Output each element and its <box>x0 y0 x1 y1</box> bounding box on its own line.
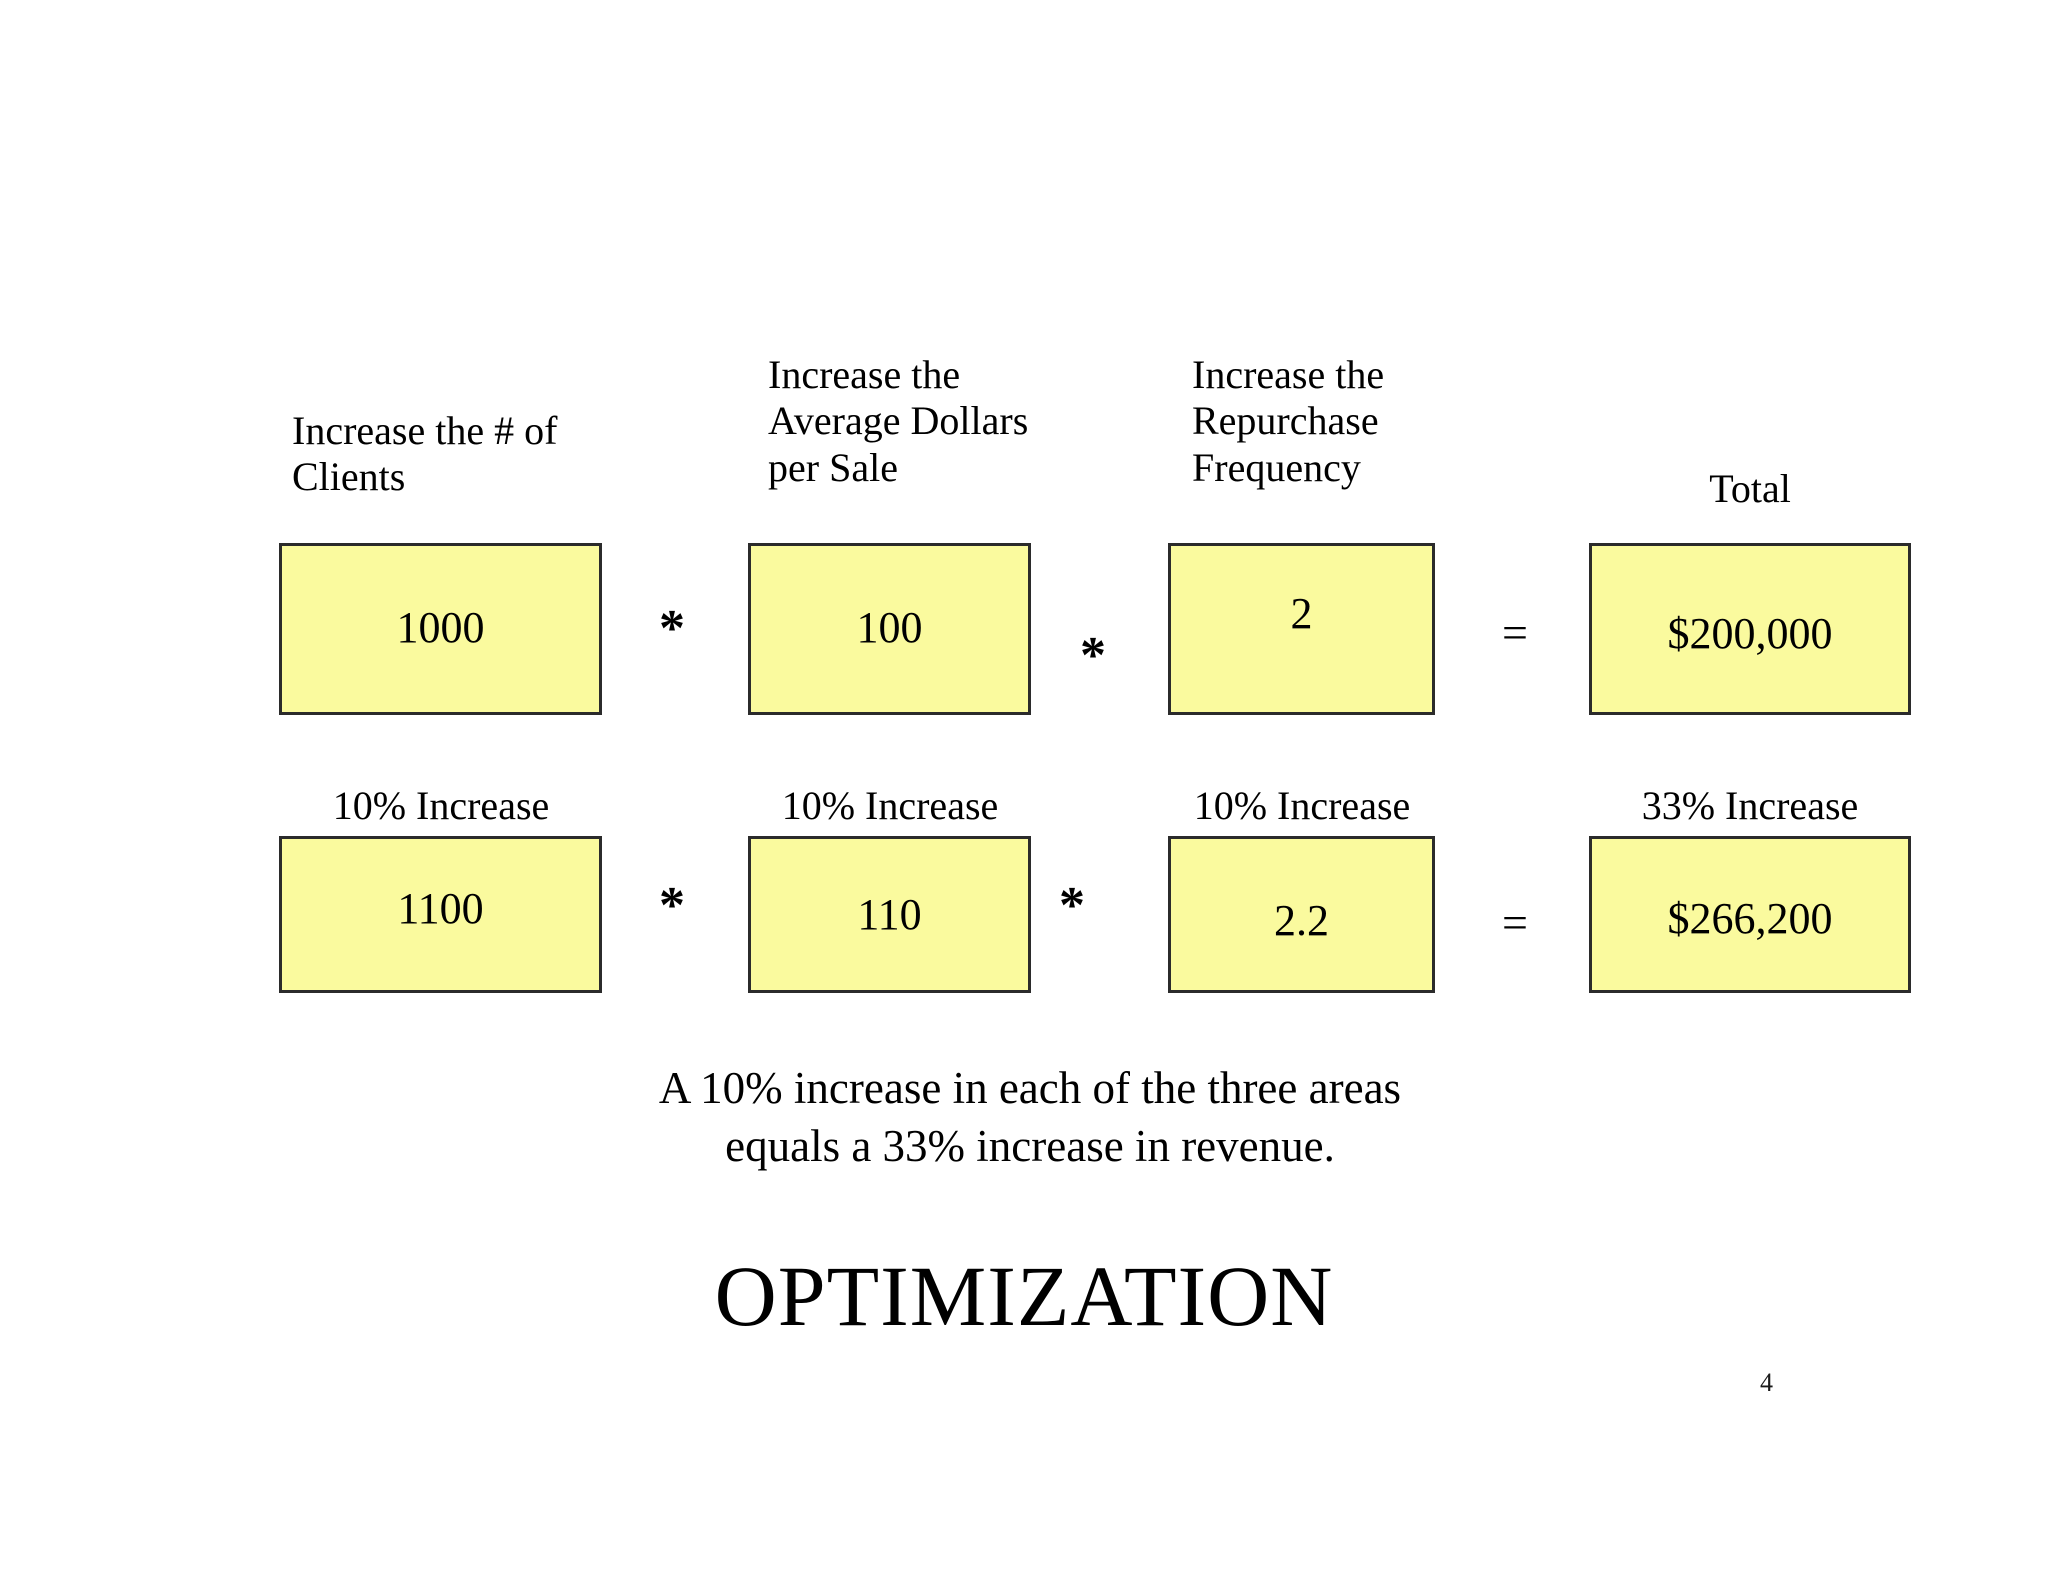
value-box-clients-increased[interactable]: 1100 <box>279 836 602 993</box>
value-box-repurchase-frequency-baseline[interactable]: 2 <box>1168 543 1435 715</box>
operator-multiply-row1-2: * <box>1080 627 1106 684</box>
value-box-total-increased[interactable]: $266,200 <box>1589 836 1911 993</box>
operator-multiply-row1-1: * <box>659 600 685 657</box>
increase-label-average-dollars: 10% Increase <box>781 783 999 828</box>
value-total-baseline: $200,000 <box>1667 609 1833 658</box>
value-box-total-baseline[interactable]: $200,000 <box>1589 543 1911 715</box>
increase-label-clients: 10% Increase <box>332 783 550 828</box>
page-number: 4 <box>1760 1368 1773 1397</box>
column-header-clients: Increase the # of Clients <box>292 408 558 500</box>
value-repurchase-frequency-increased: 2.2 <box>1274 896 1329 945</box>
operator-equals-row1: = <box>1502 607 1528 658</box>
slide-title: OPTIMIZATION <box>714 1248 1334 1344</box>
operator-multiply-row2-2: * <box>1059 877 1085 934</box>
value-box-clients-baseline[interactable]: 1000 <box>279 543 602 715</box>
caption-line-1: A 10% increase in each of the three area… <box>658 1063 1402 1113</box>
column-header-repurchase-frequency: Increase the Repurchase Frequency <box>1192 352 1385 490</box>
operator-equals-row2: = <box>1502 897 1528 948</box>
value-box-average-dollars-baseline[interactable]: 100 <box>748 543 1031 715</box>
column-header-average-dollars: Increase the Average Dollars per Sale <box>768 352 1029 490</box>
caption-line-2: equals a 33% increase in revenue. <box>725 1120 1335 1171</box>
increase-label-repurchase-frequency: 10% Increase <box>1193 783 1411 828</box>
value-total-increased: $266,200 <box>1667 894 1833 943</box>
value-clients-increased: 1100 <box>397 884 484 933</box>
increase-label-total: 33% Increase <box>1641 783 1859 828</box>
value-average-dollars-baseline: 100 <box>856 603 923 652</box>
value-box-repurchase-frequency-increased[interactable]: 2.2 <box>1168 836 1435 993</box>
operator-multiply-row2-1: * <box>659 877 685 934</box>
summary-caption: A 10% increase in each of the three area… <box>430 1060 1630 1175</box>
value-repurchase-frequency-baseline: 2 <box>1290 589 1313 638</box>
value-clients-baseline: 1000 <box>396 603 485 652</box>
value-box-average-dollars-increased[interactable]: 110 <box>748 836 1031 993</box>
column-header-total: Total <box>1709 466 1791 511</box>
value-average-dollars-increased: 110 <box>857 890 922 939</box>
